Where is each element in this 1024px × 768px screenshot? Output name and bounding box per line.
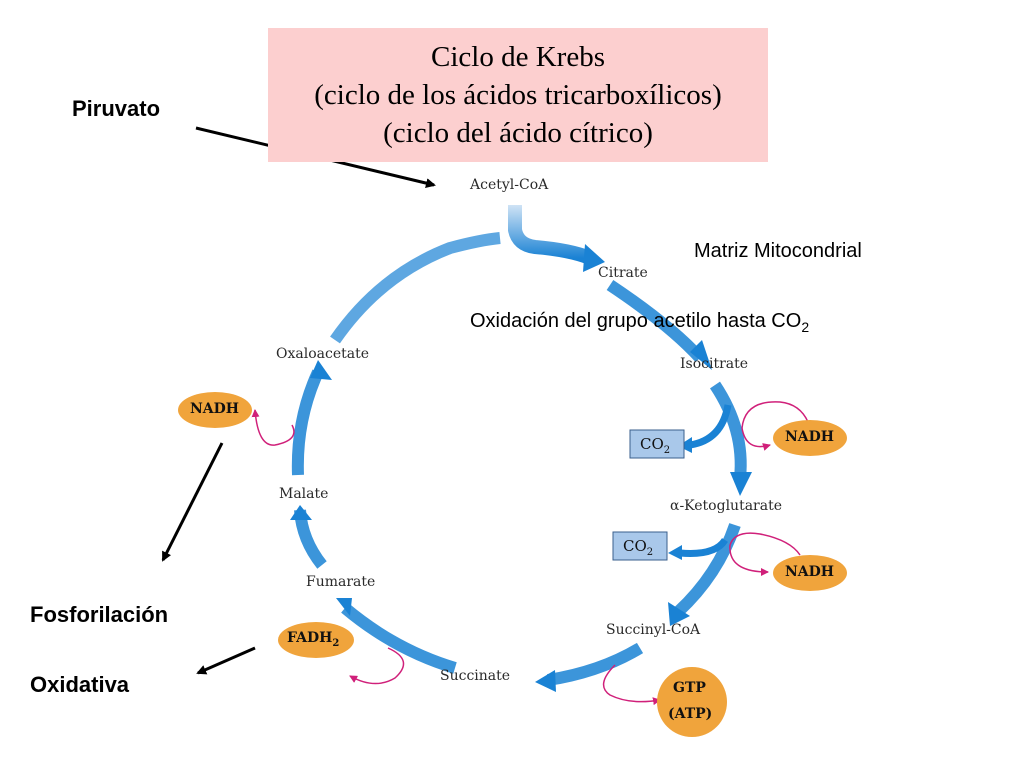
- arc-ketoglutarate-to-succinylcoa: [673, 523, 741, 617]
- gtp-circle: [657, 667, 727, 737]
- arc-malate-to-oxaloacetate: [291, 369, 324, 476]
- magenta-arrow-gtp: [602, 664, 661, 706]
- title-line-2: (ciclo de los ácidos tricarboxílicos): [314, 79, 722, 111]
- arrowhead-malate: [290, 505, 312, 520]
- metabolite-citrate: Citrate: [598, 265, 648, 281]
- product-fadh-sub: 2: [332, 637, 340, 649]
- arc-oxaloacetate-to-citrate: [330, 232, 501, 344]
- product-atp: (ATP): [668, 706, 713, 722]
- title-line-1: Ciclo de Krebs: [431, 41, 605, 73]
- arrowhead-citrate: [583, 244, 605, 272]
- product-nadh-1: NADH: [785, 429, 835, 445]
- arrowhead-ketoglutarate: [730, 472, 752, 496]
- co2-branch-1: [689, 404, 732, 449]
- co2-branch-2: [679, 537, 728, 557]
- nadh-oval-left: [178, 392, 252, 428]
- product-co2-1-sub: 2: [663, 445, 671, 456]
- magenta-arrow-nadh-1b: [741, 427, 771, 451]
- product-co2-2: CO2: [623, 537, 653, 558]
- label-oxidacion-text: Oxidación del grupo acetilo hasta CO: [470, 310, 802, 332]
- magenta-arrow-nadh-2: [729, 544, 769, 576]
- title-box: Ciclo de Krebs (ciclo de los ácidos tric…: [268, 28, 768, 162]
- nadh-oval-2: [773, 555, 847, 591]
- product-nadh-left: NADH: [190, 401, 240, 417]
- arrowhead-oxaloacetate: [310, 360, 332, 380]
- product-nadh-2: NADH: [785, 564, 835, 580]
- product-co2-2-text: CO: [623, 537, 647, 555]
- arrowhead-isocitrate: [690, 340, 712, 370]
- title-line-3: (ciclo del ácido cítrico): [383, 117, 653, 149]
- metabolite-succinyl-coa: Succinyl-CoA: [606, 622, 701, 638]
- metabolite-succinate: Succinate: [440, 668, 511, 684]
- metabolite-oxaloacetate: Oxaloacetate: [276, 346, 369, 362]
- product-fadh: FADH2: [287, 630, 339, 649]
- arc-succinate-to-fumarate: [341, 603, 457, 674]
- magenta-arrow-nadh-left: [251, 409, 295, 446]
- metabolite-acetyl-coa: Acetyl-CoA: [470, 177, 549, 193]
- metabolite-fumarate: Fumarate: [306, 574, 376, 590]
- magenta-arrow-nadh-1: [741, 401, 809, 429]
- magenta-arrow-fadh: [349, 647, 405, 685]
- product-fadh-text: FADH: [287, 630, 333, 646]
- metabolite-isocitrate: Isocitrate: [680, 356, 749, 372]
- co2-box-2: [612, 531, 668, 561]
- label-oxidacion: Oxidación del grupo acetilo hasta CO2: [470, 310, 809, 335]
- arrowhead-succinylcoa: [668, 602, 690, 626]
- arc-isocitrate-to-ketoglutarate: [709, 381, 747, 479]
- metabolite-ketoglutarate: α-Ketoglutarate: [670, 498, 782, 514]
- arc-succinylcoa-to-succinate: [547, 642, 644, 686]
- product-co2-2-sub: 2: [646, 547, 654, 558]
- product-co2-1: CO2: [640, 435, 670, 456]
- arrow-nadh-to-fosforilacion: [161, 442, 224, 562]
- product-gtp: GTP: [673, 680, 706, 696]
- label-fosforilacion: Fosforilación: [30, 602, 169, 627]
- metabolite-malate: Malate: [279, 486, 329, 502]
- arrowhead-succinate: [535, 670, 556, 692]
- arrowhead-fumarate: [336, 598, 352, 616]
- product-co2-1-text: CO: [640, 435, 664, 453]
- label-oxidativa: Oxidativa: [30, 672, 130, 697]
- fadh-oval: [278, 622, 354, 658]
- nadh-oval-1: [773, 420, 847, 456]
- arc-acetyl-to-citrate: [508, 205, 593, 265]
- label-matriz: Matriz Mitocondrial: [694, 240, 862, 262]
- magenta-arrow-nadh-2b: [729, 532, 801, 556]
- arrow-fadh-to-oxidativa: [196, 646, 256, 675]
- label-piruvato: Piruvato: [72, 96, 161, 121]
- co2-box-1: [629, 429, 685, 459]
- label-oxidacion-sub: 2: [801, 319, 810, 335]
